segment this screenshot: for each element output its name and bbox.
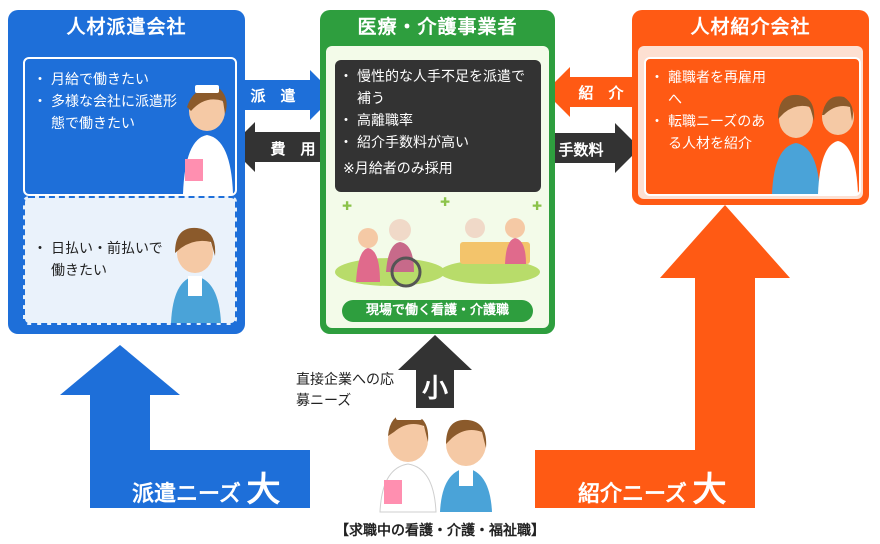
placement-box: 離職者を再雇用へ 転職ニーズのある人材を紹介 — [644, 57, 861, 196]
medical-title: 医療・介護事業者 — [357, 16, 518, 38]
svg-text:✚: ✚ — [342, 199, 352, 213]
direct-needs-label: 直接企業への応募ニーズ — [296, 370, 396, 412]
two-workers-illustration — [772, 94, 858, 194]
medical-bullet: 紹介手数料が高い — [339, 132, 537, 154]
medical-note: ※月給者のみ採用 — [343, 161, 453, 177]
dispatch-needs-arrow — [60, 345, 310, 508]
svg-text:✚: ✚ — [440, 195, 450, 209]
hiyou-arrow — [230, 122, 335, 172]
placement-needs-arrow — [535, 205, 790, 508]
placement-title: 人材紹介会社 — [690, 16, 811, 38]
caption: 【求職中の看護・介護・福祉職】 — [335, 523, 545, 539]
worker-illustration — [171, 227, 221, 323]
placement-bullet: 転職ニーズのある人材を紹介 — [650, 111, 772, 155]
dispatch-company-panel: 人材派遣会社 月給で働きたい 多様な会社に派遣形態で働きたい 日払い・前払いで働… — [8, 10, 245, 334]
tesuuryou-label: 手数料 — [558, 141, 604, 159]
svg-text:✚: ✚ — [532, 199, 542, 213]
hiyou-label: 費 用 — [270, 140, 316, 158]
dispatch-bullet: 日払い・前払いで働きたい — [33, 238, 165, 282]
haken-arrow — [230, 70, 335, 120]
tesuuryou-arrow — [545, 123, 640, 173]
dispatch-needs-text: 派遣ニーズ 大 — [132, 462, 280, 511]
dispatch-bullet: 月給で働きたい — [33, 69, 185, 91]
direct-needs-size: 小 — [421, 374, 448, 404]
placement-needs-size: 大 — [692, 470, 727, 510]
dispatch-needs-label: 派遣ニーズ — [132, 482, 241, 507]
placement-company-panel: 人材紹介会社 離職者を再雇用へ 転職ニーズのある人材を紹介 — [632, 10, 869, 205]
medical-bullet: 高離職率 — [339, 110, 537, 132]
placement-needs-label: 紹介ニーズ — [578, 482, 687, 507]
haken-label: 派 遣 — [250, 87, 296, 105]
medical-bullet: 慢性的な人手不足を派遣で補う — [339, 66, 537, 110]
dispatch-bullet: 多様な会社に派遣形態で働きたい — [33, 91, 185, 135]
care-scene-illustration: ✚ ✚ ✚ — [335, 195, 542, 288]
dispatch-bottom-box: 日払い・前払いで働きたい — [23, 196, 237, 325]
medical-banner: 現場で働く看護・介護職 — [342, 300, 533, 322]
dispatch-title: 人材派遣会社 — [66, 16, 187, 38]
medical-dark-box: 慢性的な人手不足を派遣で補う 高離職率 紹介手数料が高い ※月給者のみ採用 — [335, 60, 541, 192]
medical-provider-panel: 医療・介護事業者 慢性的な人手不足を派遣で補う 高離職率 紹介手数料が高い ※月… — [320, 10, 555, 334]
dispatch-top-box: 月給で働きたい 多様な会社に派遣形態で働きたい — [23, 57, 237, 196]
placement-needs-text: 紹介ニーズ 大 — [578, 462, 726, 511]
shoukai-label: 紹 介 — [578, 84, 624, 102]
nurse-illustration — [183, 85, 233, 194]
direct-needs-arrow — [398, 335, 472, 408]
shoukai-arrow — [545, 67, 640, 117]
direct-needs-text: 直接企業への応募ニーズ — [296, 372, 394, 409]
dispatch-needs-size: 大 — [246, 470, 281, 510]
placement-bullet: 離職者を再雇用へ — [650, 67, 772, 111]
